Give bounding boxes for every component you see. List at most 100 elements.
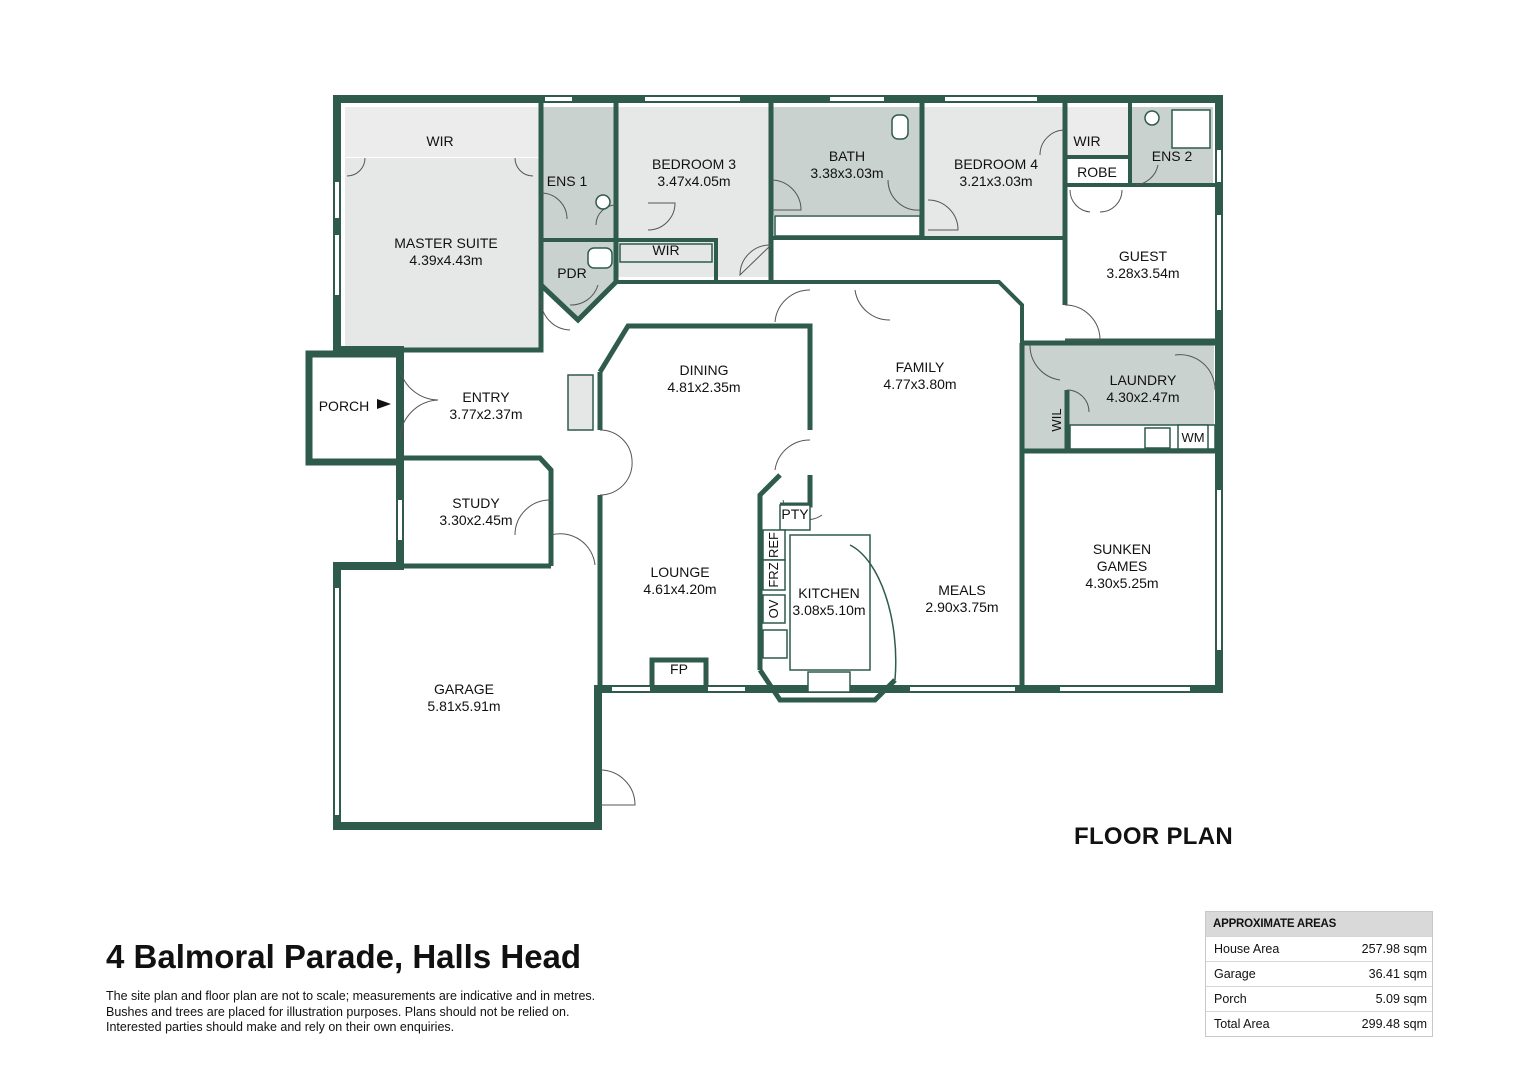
fp-label: FP	[670, 661, 688, 677]
wall-ens1-east	[539, 102, 619, 324]
study-name: STUDY	[452, 495, 500, 511]
wall-master-east	[400, 102, 544, 353]
wall-hallway-north	[616, 280, 1024, 343]
laundry-name: LAUNDRY	[1110, 372, 1177, 388]
entry-name: ENTRY	[462, 389, 510, 405]
wm-box	[1177, 424, 1209, 450]
sunken-games-name-2: GAMES	[1097, 558, 1148, 574]
bedroom4-name: BEDROOM 4	[954, 156, 1038, 172]
areas-row-label: Total Area	[1214, 1017, 1270, 1031]
areas-row: Total Area 299.48 sqm	[1206, 1011, 1432, 1036]
disclaimer-line: The site plan and floor plan are not to …	[106, 989, 596, 1003]
pty-label: PTY	[781, 506, 809, 522]
family-name: FAMILY	[896, 359, 945, 375]
kitchen-island	[789, 534, 871, 671]
master-suite-name: MASTER SUITE	[394, 235, 497, 251]
master-wir-label: WIR	[426, 133, 453, 149]
wall-dining	[597, 323, 813, 430]
kitchen-dims: 3.08x5.10m	[792, 602, 865, 618]
wm-label: WM	[1181, 430, 1204, 445]
room-labels: WIR MASTER SUITE 4.39x4.43m ENS 1 PDR BE…	[319, 133, 1205, 714]
bedroom4-floor	[922, 107, 1065, 240]
bath-bench	[774, 215, 921, 237]
areas-row-value: 257.98 sqm	[1361, 942, 1427, 956]
porch-label: PORCH	[319, 398, 370, 414]
ens1-basin-icon	[595, 194, 611, 210]
porch-wall	[305, 350, 397, 466]
wall-laundry	[1019, 340, 1219, 689]
laundry-sink-icon	[1144, 427, 1171, 449]
ens1-floor	[541, 107, 616, 239]
garage-dims: 5.81x5.91m	[427, 698, 500, 714]
meals-name: MEALS	[938, 582, 985, 598]
garage-name: GARAGE	[434, 681, 494, 697]
kitchen-name: KITCHEN	[798, 585, 859, 601]
entry-seat	[567, 374, 594, 431]
areas-table-header: APPROXIMATE AREAS	[1206, 912, 1432, 936]
master-wir-floor	[345, 107, 540, 157]
wall-bed3-wir	[616, 238, 718, 280]
master-suite-dims: 4.39x4.43m	[409, 252, 482, 268]
dining-dims: 4.81x2.35m	[667, 379, 740, 395]
lounge-dims: 4.61x4.20m	[643, 581, 716, 597]
kitchen-sink-icon	[807, 671, 851, 693]
areas-row-value: 36.41 sqm	[1368, 967, 1427, 981]
wall-ens2	[1065, 102, 1219, 187]
bath-name: BATH	[829, 148, 865, 164]
family-dims: 4.77x3.80m	[883, 376, 956, 392]
plan-title: FLOOR PLAN	[1074, 823, 1233, 850]
fixtures	[567, 109, 1216, 693]
areas-row-label: Garage	[1214, 967, 1256, 981]
bed4-wir-floor	[1067, 107, 1130, 157]
ens2-label: ENS 2	[1152, 148, 1193, 164]
areas-table: APPROXIMATE AREAS House Area 257.98 sqm …	[1205, 911, 1433, 1037]
disclaimer-line: Bushes and trees are placed for illustra…	[106, 1004, 570, 1019]
wall-kitchen-bay	[757, 668, 897, 703]
areas-row-label: Porch	[1214, 992, 1247, 1006]
ens2-shower-icon	[1171, 109, 1211, 149]
ens2-basin-icon	[1144, 110, 1160, 126]
frz-label: FRZ	[766, 562, 781, 587]
guest-dims: 3.28x3.54m	[1106, 265, 1179, 281]
disclaimer: The site plan and floor plan are not to …	[106, 989, 666, 1036]
pdr-toilet-icon	[587, 247, 613, 269]
lounge-name: LOUNGE	[650, 564, 709, 580]
ens1-label: ENS 1	[547, 173, 588, 189]
wir-shelf	[619, 243, 713, 263]
wall-study	[400, 455, 554, 566]
meals-dims: 2.90x3.75m	[925, 599, 998, 615]
wil-label: WIL	[1049, 408, 1064, 431]
cooktop-icon	[762, 629, 788, 659]
kitchen-island-curve	[849, 544, 897, 681]
ref-label: REF	[766, 532, 781, 558]
ov-label: OV	[766, 599, 781, 618]
laundry-dims: 4.30x2.47m	[1106, 389, 1179, 405]
ov-box	[762, 594, 786, 624]
entry-dims: 3.77x2.37m	[449, 406, 522, 422]
porch-arrow	[377, 399, 391, 409]
areas-row-value: 5.09 sqm	[1375, 992, 1427, 1006]
sunken-games-name-1: SUNKEN	[1093, 541, 1151, 557]
areas-row-label: House Area	[1214, 942, 1280, 956]
wall-fp	[649, 657, 709, 689]
areas-row-value: 299.48 sqm	[1361, 1017, 1427, 1031]
sunken-games-dims: 4.30x5.25m	[1085, 575, 1158, 591]
bed4-wir-label: WIR	[1073, 133, 1100, 149]
areas-row: Garage 36.41 sqm	[1206, 961, 1432, 986]
bedroom3-dims: 3.47x4.05m	[657, 173, 730, 189]
robe-label: ROBE	[1077, 164, 1117, 180]
areas-row: Porch 5.09 sqm	[1206, 986, 1432, 1011]
pdr-label: PDR	[557, 265, 587, 281]
pty-box	[779, 504, 811, 531]
entry-arrow-icon	[377, 399, 391, 409]
areas-row: House Area 257.98 sqm	[1206, 936, 1432, 961]
master-suite-floor	[345, 158, 540, 350]
disclaimer-line: Interested parties should make and rely …	[106, 1020, 455, 1034]
bedroom4-dims: 3.21x3.03m	[959, 173, 1032, 189]
windows	[335, 97, 1221, 815]
study-dims: 3.30x2.45m	[439, 512, 512, 528]
doors	[346, 129, 1216, 806]
bed3-wir-label: WIR	[652, 242, 679, 258]
dining-name: DINING	[680, 362, 729, 378]
